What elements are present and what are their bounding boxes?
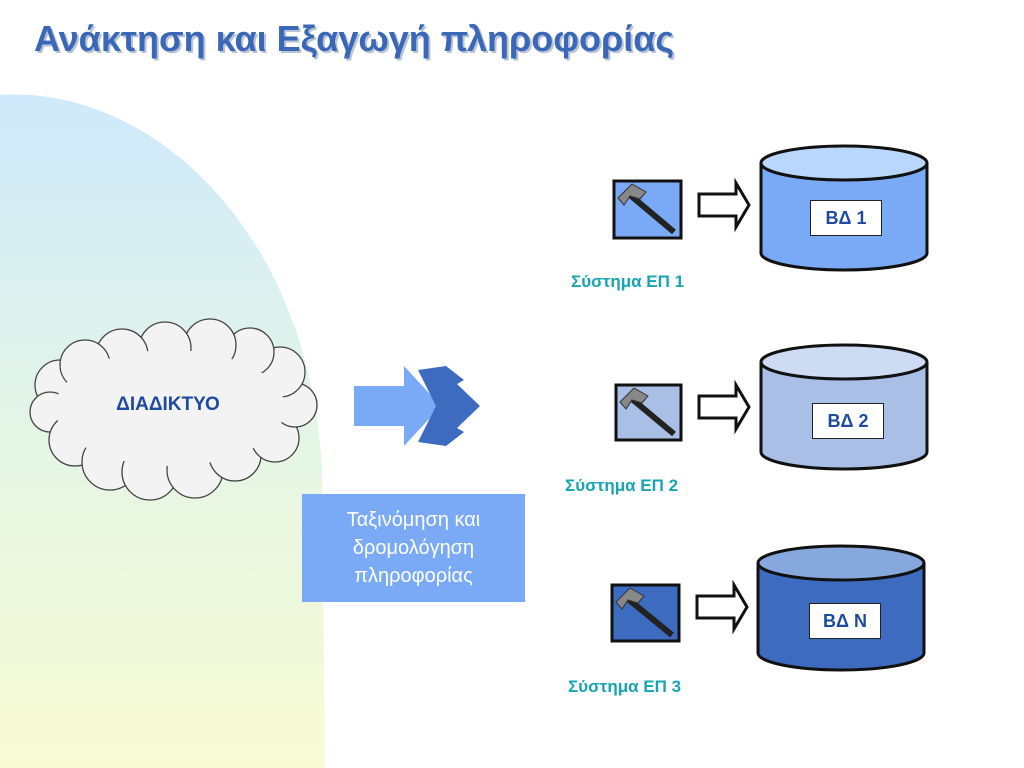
db-1-label: ΒΔ 1 xyxy=(810,200,882,236)
system-3-label: Σύστημα ΕΠ 3 xyxy=(568,677,682,696)
hammer-icon xyxy=(619,387,676,437)
db-2-label: ΒΔ 2 xyxy=(812,403,884,439)
routing-label: Ταξινόμηση και δρομολόγηση πληροφορίας xyxy=(346,509,481,587)
page-title: Ανάκτηση και Εξαγωγή πληροφορίας xyxy=(34,18,675,59)
internet-cloud xyxy=(29,318,318,501)
routing-splitter-icon xyxy=(418,366,480,446)
system-1-label: Σύστημα ΕΠ 1 xyxy=(571,272,685,291)
db-n-label: ΒΔ Ν xyxy=(809,603,881,639)
hammer-icon xyxy=(615,587,674,638)
flow-arrow xyxy=(354,366,441,446)
hammer-icon xyxy=(617,183,676,235)
routing-box: Ταξινόμηση και δρομολόγηση πληροφορίας xyxy=(302,494,525,602)
internet-label: ΔΙΑΔΙΚΤΥΟ xyxy=(116,394,220,415)
system-2-label: Σύστημα ΕΠ 2 xyxy=(565,476,679,495)
